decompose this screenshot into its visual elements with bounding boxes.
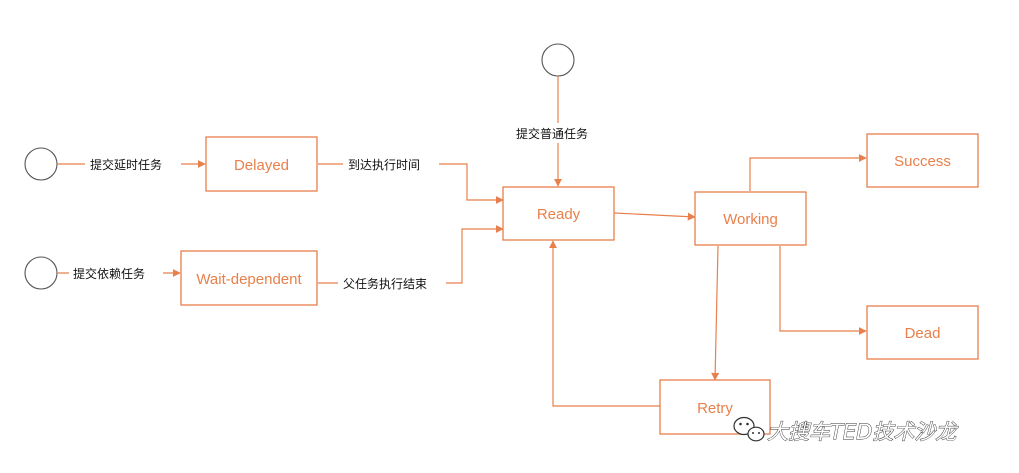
start-node-delayed (24, 147, 58, 181)
state-box-success (866, 133, 979, 188)
edge-label-bg (510, 123, 606, 143)
edge-label-bg (69, 263, 163, 283)
edge-label-bg (343, 154, 439, 174)
edge-label-bg (338, 273, 446, 293)
edge-working-to-success (749, 154, 867, 191)
edge-working-to-retry (711, 245, 720, 381)
watermark: 大搜车TED技术沙龙 (733, 416, 959, 444)
state-label-success: Success (894, 153, 951, 170)
label-submit-delayed: 提交延时任务 (90, 157, 162, 172)
state-box-ready (502, 186, 615, 241)
label-submit-normal: 提交普通任务 (516, 126, 588, 141)
state-label-retry: Retry (697, 400, 733, 417)
state-box-delayed (205, 136, 318, 192)
state-box-dead (866, 305, 979, 360)
label-submit-dependent: 提交依赖任务 (73, 266, 145, 281)
state-label-working: Working (723, 211, 778, 228)
edge-retry-to-ready (549, 240, 660, 407)
edge-working-to-dead (779, 246, 867, 335)
state-label-delayed: Delayed (234, 157, 289, 174)
start-node-dependent (24, 256, 58, 290)
state-label-dead: Dead (905, 325, 941, 342)
start-node-normal (541, 43, 575, 77)
label-reach-exec-time: 到达执行时间 (348, 158, 420, 172)
state-label-ready: Ready (537, 206, 581, 223)
label-parent-done: 父任务执行结束 (343, 276, 427, 291)
wechat-icon (733, 416, 765, 442)
edge-ready-to-working (613, 212, 696, 221)
edge-label-bg (85, 154, 181, 174)
state-box-working (694, 191, 807, 246)
watermark-text: 大搜车TED技术沙龙 (767, 420, 958, 444)
state-box-wait-dependent (180, 250, 318, 306)
state-label-wait-dependent: Wait-dependent (196, 271, 302, 288)
